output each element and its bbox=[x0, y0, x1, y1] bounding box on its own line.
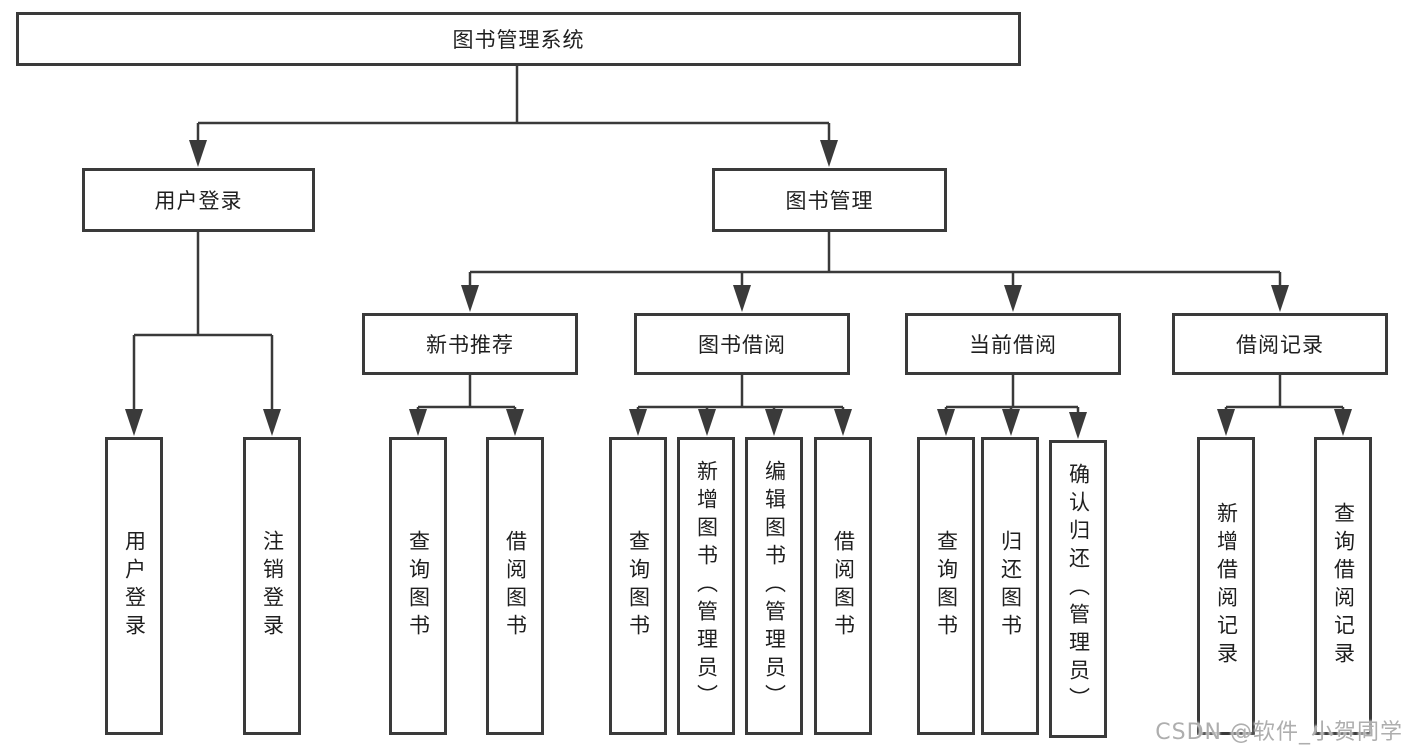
leaf-return-book: 归还图书 bbox=[981, 437, 1039, 735]
arrow-down-icon bbox=[1002, 409, 1020, 436]
arrow-down-icon bbox=[461, 285, 479, 312]
arrowheads bbox=[125, 140, 1352, 439]
leaf-label: 新增图书（管理员） bbox=[694, 460, 719, 712]
leaf-label: 查询借阅记录 bbox=[1331, 502, 1356, 670]
leaf-query-book-recommend: 查询图书 bbox=[389, 437, 447, 735]
node-current-borrow: 当前借阅 bbox=[905, 313, 1121, 375]
leaf-label: 新增借阅记录 bbox=[1214, 502, 1239, 670]
leaf-label: 借阅图书 bbox=[503, 530, 528, 642]
leaf-label: 编辑图书（管理员） bbox=[762, 460, 787, 712]
connector-book-borrow-leaves bbox=[636, 375, 845, 412]
arrow-down-icon bbox=[506, 409, 524, 436]
arrow-down-icon bbox=[765, 409, 783, 436]
leaf-query-book-borrow: 查询图书 bbox=[609, 437, 667, 735]
arrow-down-icon bbox=[1334, 409, 1352, 436]
node-user-login: 用户登录 bbox=[82, 168, 315, 232]
arrow-down-icon bbox=[1217, 409, 1235, 436]
arrow-down-icon bbox=[409, 409, 427, 436]
leaf-label: 查询图书 bbox=[626, 530, 651, 642]
arrow-down-icon bbox=[263, 409, 281, 436]
connector-book-management-level3 bbox=[468, 232, 1282, 289]
arrow-down-icon bbox=[1271, 285, 1289, 312]
connector-root-to-level2 bbox=[196, 66, 831, 145]
node-book-borrow: 图书借阅 bbox=[634, 313, 850, 375]
arrow-down-icon bbox=[937, 409, 955, 436]
leaf-label: 确认归还（管理员） bbox=[1066, 463, 1091, 715]
node-book-management: 图书管理 bbox=[712, 168, 947, 232]
leaf-borrow-book-recommend: 借阅图书 bbox=[486, 437, 544, 735]
leaf-label: 查询图书 bbox=[406, 530, 431, 642]
arrow-down-icon bbox=[820, 140, 838, 167]
arrow-down-icon bbox=[125, 409, 143, 436]
leaf-add-book-admin: 新增图书（管理员） bbox=[677, 437, 735, 735]
leaf-logout: 注销登录 bbox=[243, 437, 301, 735]
leaf-query-borrow-record: 查询借阅记录 bbox=[1314, 437, 1372, 735]
csdn-watermark: CSDN @软件_小贺同学 bbox=[1155, 720, 1403, 745]
arrow-down-icon bbox=[189, 140, 207, 167]
leaf-user-login: 用户登录 bbox=[105, 437, 163, 735]
connector-user-login-leaves bbox=[132, 232, 274, 413]
leaf-label: 查询图书 bbox=[934, 530, 959, 642]
arrow-down-icon bbox=[1069, 412, 1087, 439]
arrow-down-icon bbox=[698, 409, 716, 436]
leaf-borrow-book: 借阅图书 bbox=[814, 437, 872, 735]
node-new-book-recommend: 新书推荐 bbox=[362, 313, 578, 375]
node-root-system: 图书管理系统 bbox=[16, 12, 1021, 66]
arrow-down-icon bbox=[834, 409, 852, 436]
node-borrow-records: 借阅记录 bbox=[1172, 313, 1388, 375]
connector-new-book-leaves bbox=[416, 375, 517, 412]
arrow-down-icon bbox=[629, 409, 647, 436]
leaf-add-borrow-record: 新增借阅记录 bbox=[1197, 437, 1255, 735]
connector-borrow-records-leaves bbox=[1224, 375, 1345, 412]
leaf-label: 借阅图书 bbox=[831, 530, 856, 642]
leaf-confirm-return-admin: 确认归还（管理员） bbox=[1049, 440, 1107, 738]
leaf-label: 注销登录 bbox=[260, 530, 285, 642]
arrow-down-icon bbox=[733, 285, 751, 312]
arrow-down-icon bbox=[1004, 285, 1022, 312]
leaf-edit-book-admin: 编辑图书（管理员） bbox=[745, 437, 803, 735]
leaf-label: 用户登录 bbox=[122, 530, 147, 642]
leaf-query-book-current: 查询图书 bbox=[917, 437, 975, 735]
leaf-label: 归还图书 bbox=[998, 530, 1023, 642]
